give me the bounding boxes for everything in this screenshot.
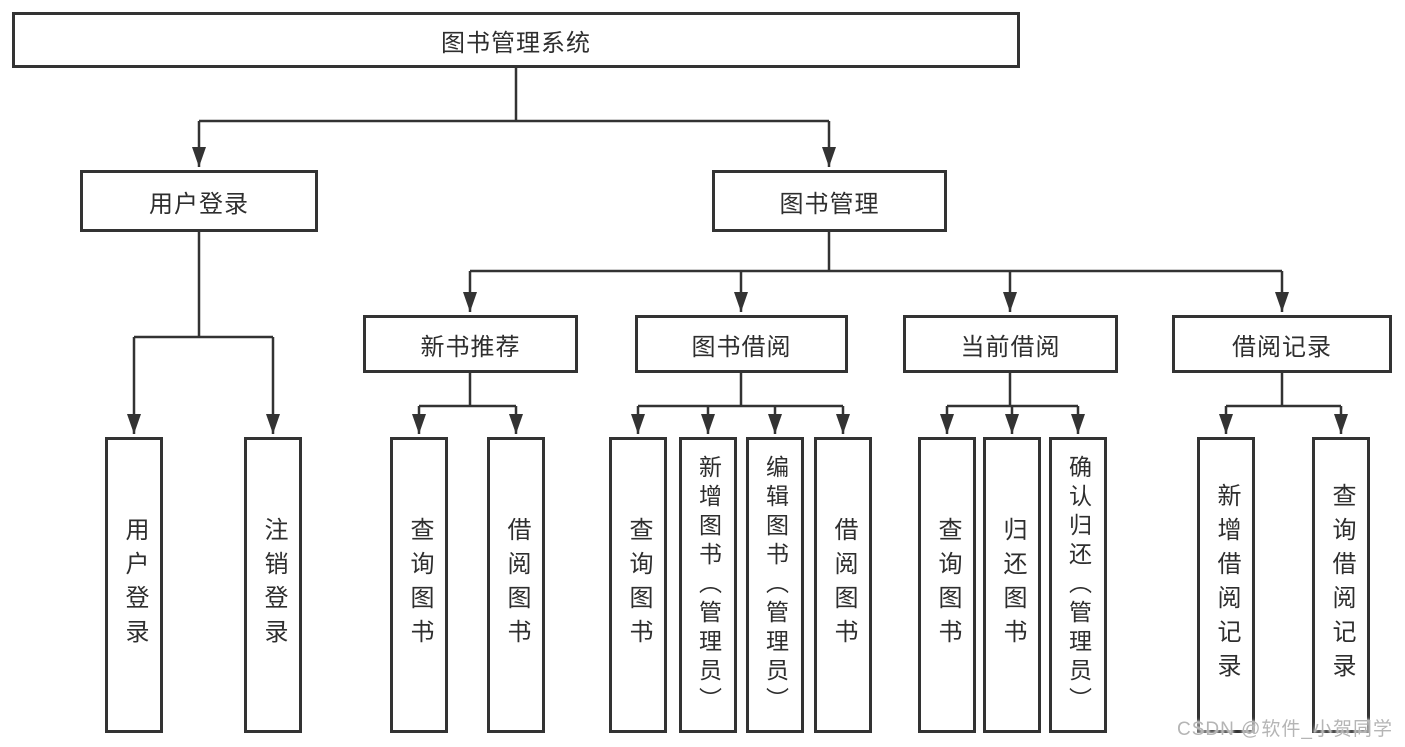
leaf-label: 注销登录: [260, 517, 287, 653]
node-current-borrowing: 当前借阅: [903, 315, 1118, 373]
leaf-label: 借阅图书: [503, 517, 530, 653]
node-return-books: 归还图书: [983, 437, 1041, 733]
node-add-books-admin: 新增图书（管理员）: [679, 437, 737, 733]
node-query-borrow-record: 查询借阅记录: [1312, 437, 1370, 733]
leaf-label: 借阅图书: [830, 517, 857, 653]
leaf-label: 查询图书: [625, 517, 652, 653]
leaf-label: 编辑图书（管理员）: [762, 454, 789, 716]
leaf-label: 归还图书: [999, 517, 1026, 653]
leaf-label: 查询借阅记录: [1328, 483, 1355, 687]
leaf-label: 用户登录: [121, 517, 148, 653]
leaf-label: 新增借阅记录: [1213, 483, 1240, 687]
leaf-label: 查询图书: [406, 517, 433, 653]
node-edit-books-admin: 编辑图书（管理员）: [746, 437, 804, 733]
node-add-borrow-record: 新增借阅记录: [1197, 437, 1255, 733]
node-query-books-recommend: 查询图书: [390, 437, 448, 733]
node-query-books-borrow: 查询图书: [609, 437, 667, 733]
node-book-management: 图书管理: [712, 170, 947, 232]
node-borrow-books: 借阅图书: [814, 437, 872, 733]
node-confirm-return-admin: 确认归还（管理员）: [1049, 437, 1107, 733]
leaf-label: 查询图书: [934, 517, 961, 653]
node-query-books-current: 查询图书: [918, 437, 976, 733]
node-user-login-action: 用户登录: [105, 437, 163, 733]
csdn-watermark: CSDN @软件_小贺同学: [1177, 719, 1393, 740]
node-logout-action: 注销登录: [244, 437, 302, 733]
node-borrow-books-recommend: 借阅图书: [487, 437, 545, 733]
node-new-book-recommendation: 新书推荐: [363, 315, 578, 373]
leaf-label: 新增图书（管理员）: [695, 454, 722, 716]
node-library-system: 图书管理系统: [12, 12, 1020, 68]
leaf-label: 确认归还（管理员）: [1065, 454, 1092, 716]
node-book-borrowing: 图书借阅: [635, 315, 848, 373]
node-borrowing-records: 借阅记录: [1172, 315, 1392, 373]
node-user-login: 用户登录: [80, 170, 318, 232]
